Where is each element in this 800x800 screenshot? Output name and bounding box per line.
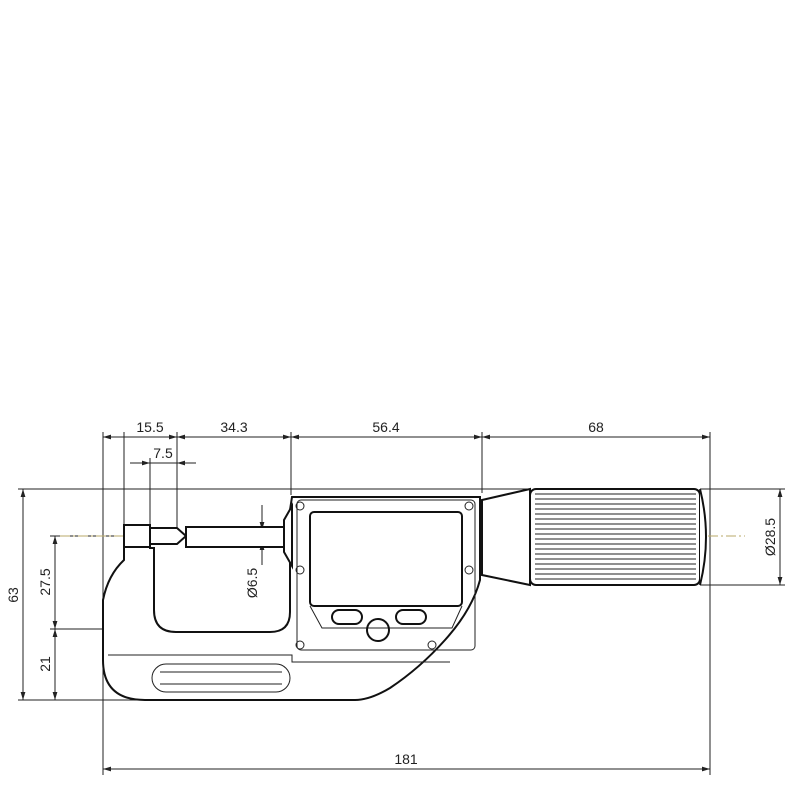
dim-diameter-6-5: Ø6.5 xyxy=(244,568,260,599)
display-housing xyxy=(295,499,476,651)
control-buttons xyxy=(331,609,427,642)
dim-27-5: 27.5 xyxy=(37,568,53,595)
micrometer-frame xyxy=(102,496,481,701)
dim-21: 21 xyxy=(37,656,53,672)
anvil-spindle xyxy=(123,502,293,570)
dim-68: 68 xyxy=(588,419,604,435)
dim-34-3: 34.3 xyxy=(220,419,247,435)
dim-56-4: 56.4 xyxy=(372,419,399,435)
dim-15-5: 15.5 xyxy=(136,419,163,435)
dim-7-5: 7.5 xyxy=(153,445,173,461)
dimension-lines xyxy=(20,434,783,772)
thimble xyxy=(481,487,707,587)
dim-181: 181 xyxy=(394,751,418,767)
dim-63: 63 xyxy=(5,587,21,603)
dimension-labels: 15.5 34.3 56.4 68 7.5 63 27.5 21 Ø6.5 Ø2… xyxy=(5,419,778,767)
dim-diameter-28-5: Ø28.5 xyxy=(762,518,778,556)
